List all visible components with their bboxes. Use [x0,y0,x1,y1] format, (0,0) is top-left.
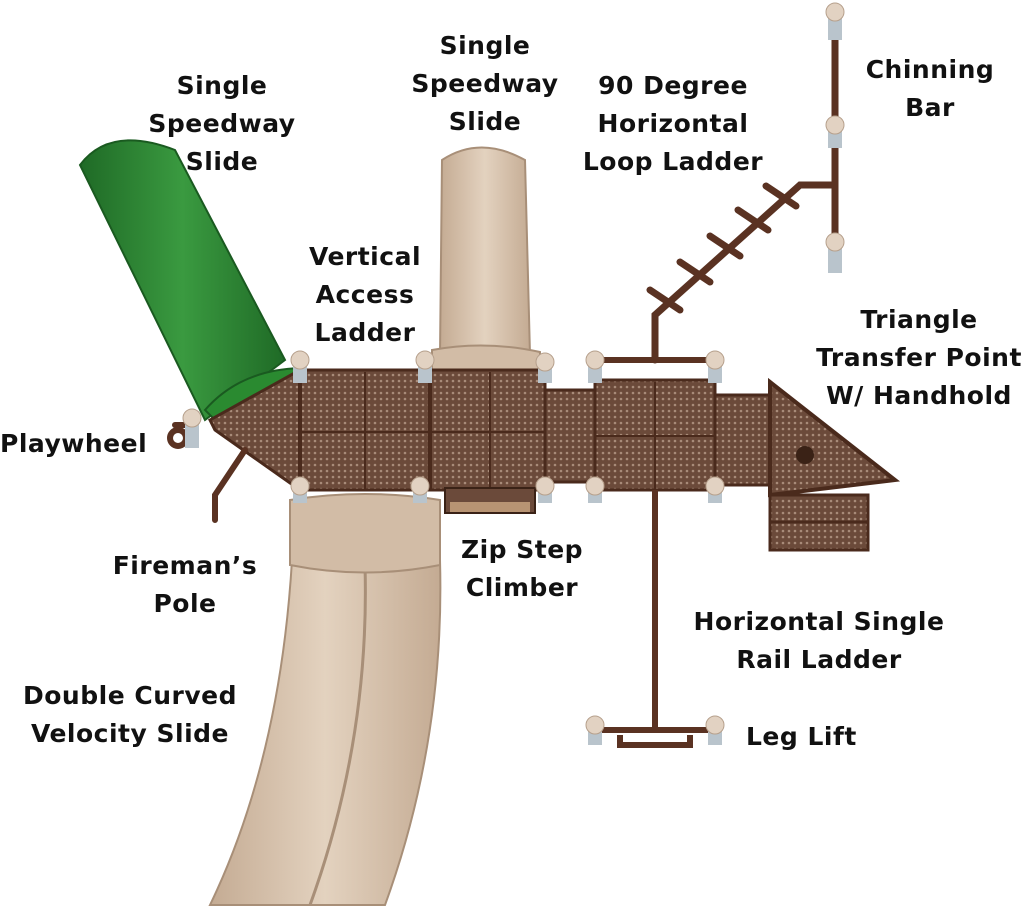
posts [182,2,845,745]
label-playwheel: Playwheel [0,429,148,458]
label-double-curved-velocity-slide: Double Curved Velocity Slide [23,681,237,748]
label-triangle-transfer-point: Triangle Transfer Point W/ Handhold [816,305,1022,410]
label-leg-lift: Leg Lift [746,722,857,751]
main-deck [208,368,777,492]
label-zip-step-climber: Zip Step Climber [460,535,584,602]
rail-ladder [595,357,720,748]
triangle-transfer-point [768,377,901,552]
zip-step-climber [444,487,536,514]
tan-speedway-slide [431,146,541,385]
label-single-speedway-slide-center: Single Speedway Slide [411,31,559,136]
label-single-speedway-slide-left: Single Speedway Slide [148,71,296,176]
label-firemans-pole: Fireman’s Pole [112,551,258,618]
double-curved-velocity-slide [208,493,442,906]
label-chinning-bar: Chinning Bar [865,55,995,122]
label-horizontal-single-rail-ladder: Horizontal Single Rail Ladder [693,607,945,674]
label-vertical-access-ladder: Vertical Access Ladder [308,242,422,347]
label-loop-ladder: 90 Degree Horizontal Loop Ladder [582,71,764,176]
